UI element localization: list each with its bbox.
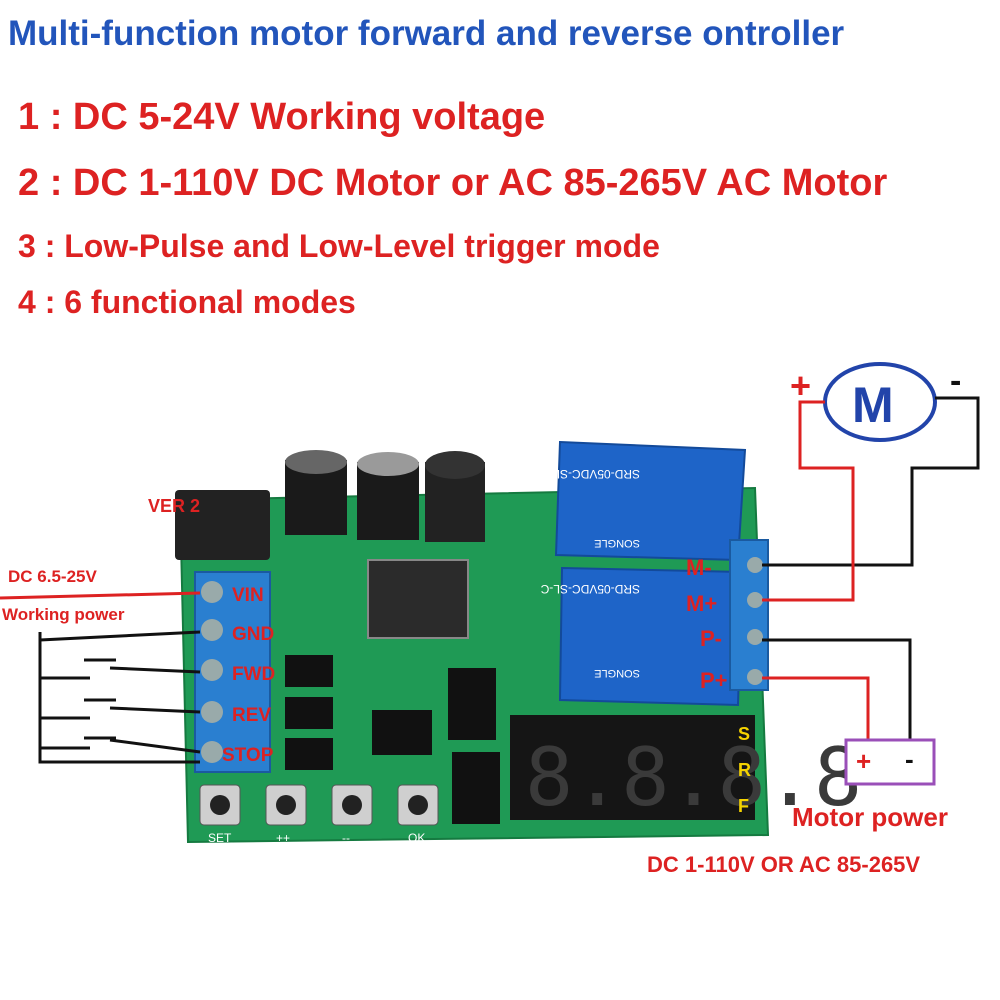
terminal-vin: VIN: [232, 585, 264, 606]
terminal-p-plus: P+: [700, 668, 728, 693]
button-minus-label: --: [342, 831, 350, 845]
indicator-r: R: [738, 760, 751, 780]
indicator-s: S: [738, 724, 750, 744]
button-ok-label: OK: [408, 831, 425, 845]
svg-text:8.8.8.8: 8.8.8.8: [525, 731, 862, 824]
feature-4: 4 : 6 functional modes: [18, 284, 356, 320]
motor-power-range: DC 1-110V OR AC 85-265V: [647, 852, 920, 877]
motor-symbol: M: [823, 362, 937, 442]
push-buttons: [199, 784, 439, 826]
pcb-board: SRD-05VDC-SL-C SONGLE SRD-05VDC-SL-C SON…: [175, 440, 862, 845]
motor-power-label: Motor power: [792, 802, 948, 832]
button-plus-label: ++: [276, 831, 290, 845]
feature-1: 1 : DC 5-24V Working voltage: [18, 96, 546, 138]
capacitors: [285, 450, 485, 542]
mcu-chip: [372, 710, 432, 755]
optocouplers: [285, 655, 333, 770]
motor-power-minus: -: [905, 744, 914, 774]
dc-jack: [175, 490, 270, 560]
right-terminal-block: [729, 539, 769, 691]
indicator-f: F: [738, 796, 749, 816]
motor-plus-label: +: [790, 365, 811, 406]
dc-range-label: DC 6.5-25V: [8, 567, 97, 586]
input-wiring: [38, 630, 201, 764]
power-negative-wire: [762, 638, 912, 742]
motor-negative-wire: [762, 396, 980, 567]
motor-power-box: [844, 738, 936, 786]
svg-text:SONGLE: SONGLE: [594, 537, 640, 549]
terminal-rev: REV: [232, 705, 271, 726]
svg-text:SRD-05VDC-SL-C: SRD-05VDC-SL-C: [540, 582, 640, 596]
motor-minus-label: -: [950, 362, 961, 400]
relay-top: SRD-05VDC-SL-C SONGLE: [540, 440, 747, 562]
driver-ic-top: [448, 668, 496, 740]
driver-ic-bottom: [452, 752, 500, 824]
feature-3: 3 : Low-Pulse and Low-Level trigger mode: [18, 228, 660, 264]
seven-segment-display: 8.8.8.8: [510, 715, 862, 824]
button-set-label: SET: [208, 831, 232, 845]
vin-wire: [0, 591, 201, 600]
terminal-m-minus: M-: [686, 555, 712, 580]
power-positive-wire: [762, 676, 870, 742]
regulator-ic: [367, 559, 469, 639]
motor-positive-wire: [762, 400, 855, 602]
svg-text:M: M: [852, 377, 894, 433]
svg-text:SRD-05VDC-SL-C: SRD-05VDC-SL-C: [540, 467, 640, 481]
terminal-p-minus: P-: [700, 626, 722, 651]
page-title: Multi-function motor forward and reverse…: [8, 14, 845, 53]
svg-text:SONGLE: SONGLE: [594, 667, 640, 679]
feature-2: 2 : DC 1-110V DC Motor or AC 85-265V AC …: [18, 162, 888, 204]
power2-label: VER 2: [148, 496, 200, 516]
terminal-fwd: FWD: [232, 664, 275, 685]
relay-bottom: SRD-05VDC-SL-C SONGLE: [540, 566, 744, 707]
terminal-m-plus: M+: [686, 591, 717, 616]
working-power-label: Working power: [2, 605, 125, 624]
motor-power-plus: +: [856, 746, 871, 776]
terminal-gnd: GND: [232, 624, 274, 645]
terminal-stop: STOP: [222, 745, 274, 766]
